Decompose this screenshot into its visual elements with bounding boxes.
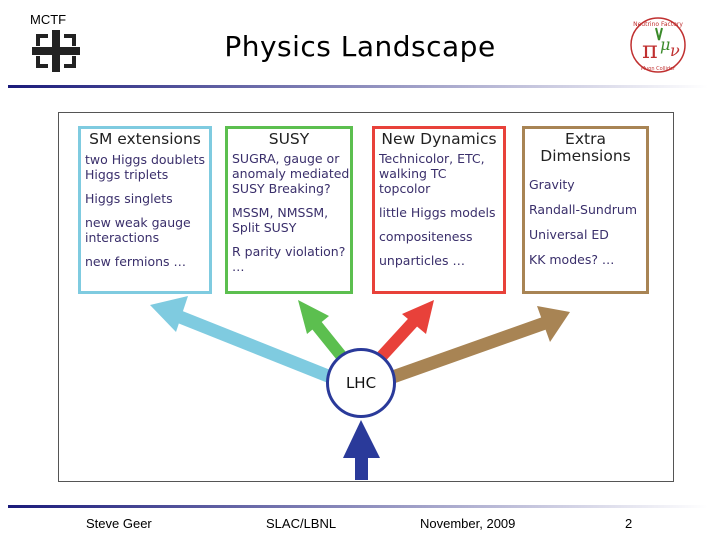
box-line: Randall-Sundrum xyxy=(529,202,637,217)
org-label: MCTF xyxy=(30,12,67,27)
footer-date: November, 2009 xyxy=(420,516,516,531)
box-line: Higgs triplets xyxy=(85,167,169,182)
diagram-frame xyxy=(58,112,674,482)
box-heading: SUSY xyxy=(268,130,310,148)
arrow-susy xyxy=(298,300,348,362)
box-new-dynamics: New Dynamics Technicolor, ETC, walking T… xyxy=(372,126,506,294)
header-rule xyxy=(8,85,708,88)
box-line: unparticles … xyxy=(379,253,465,268)
box-line: new weak gauge xyxy=(85,215,191,230)
box-heading-line1: Extra xyxy=(565,130,606,148)
page-number: 2 xyxy=(625,516,633,531)
box-line: SUGRA, gauge or xyxy=(232,151,340,166)
box-heading: New Dynamics xyxy=(381,130,497,148)
box-line: walking TC xyxy=(379,166,447,181)
box-line: interactions xyxy=(85,230,160,245)
arrow-extra-dimensions xyxy=(387,306,570,385)
box-line: Higgs singlets xyxy=(85,191,173,206)
svg-text:μ: μ xyxy=(660,35,670,54)
neutrino-factory-logo-icon: Neutrino Factory π μ ν Muon Collider xyxy=(630,17,686,73)
box-extra-dimensions: Extra Dimensions Gravity Randall-Sundrum… xyxy=(522,126,649,294)
box-line: Universal ED xyxy=(529,227,609,242)
box-line: new fermions … xyxy=(85,254,187,269)
box-line: SUSY Breaking? xyxy=(232,181,331,196)
lhc-label: LHC xyxy=(345,374,377,392)
box-line: … xyxy=(232,259,245,274)
arrow-incoming xyxy=(343,420,380,480)
box-line: Gravity xyxy=(529,177,575,192)
arrow-sm-extensions xyxy=(150,296,336,385)
footer-author: Steve Geer xyxy=(86,516,152,531)
footer-org: SLAC/LBNL xyxy=(266,516,337,531)
fermilab-logo-icon xyxy=(32,30,80,72)
svg-text:Neutrino Factory: Neutrino Factory xyxy=(633,21,683,28)
box-sm-extensions: SM extensions two Higgs doublets Higgs t… xyxy=(78,126,212,294)
lhc-circle xyxy=(326,348,396,418)
box-line: compositeness xyxy=(379,229,473,244)
box-line: topcolor xyxy=(379,181,431,196)
box-line: little Higgs models xyxy=(379,205,496,220)
footer-rule xyxy=(8,505,708,508)
box-heading-line2: Dimensions xyxy=(540,147,631,165)
svg-text:Muon Collider: Muon Collider xyxy=(641,66,676,72)
svg-text:π: π xyxy=(642,36,658,64)
box-line: MSSM, NMSSM, xyxy=(232,205,329,220)
box-heading: SM extensions xyxy=(89,130,201,148)
box-line: Technicolor, ETC, xyxy=(379,151,485,166)
box-susy: SUSY SUGRA, gauge or anomaly mediated SU… xyxy=(225,126,353,294)
page-title: Physics Landscape xyxy=(224,30,496,63)
svg-text:ν: ν xyxy=(670,41,680,60)
box-line: anomaly mediated xyxy=(232,166,350,181)
box-line: two Higgs doublets xyxy=(85,152,205,167)
box-line: R parity violation? xyxy=(232,244,346,259)
box-line: KK modes? … xyxy=(529,252,615,267)
box-line: Split SUSY xyxy=(232,220,297,235)
arrow-new-dynamics xyxy=(377,300,434,361)
